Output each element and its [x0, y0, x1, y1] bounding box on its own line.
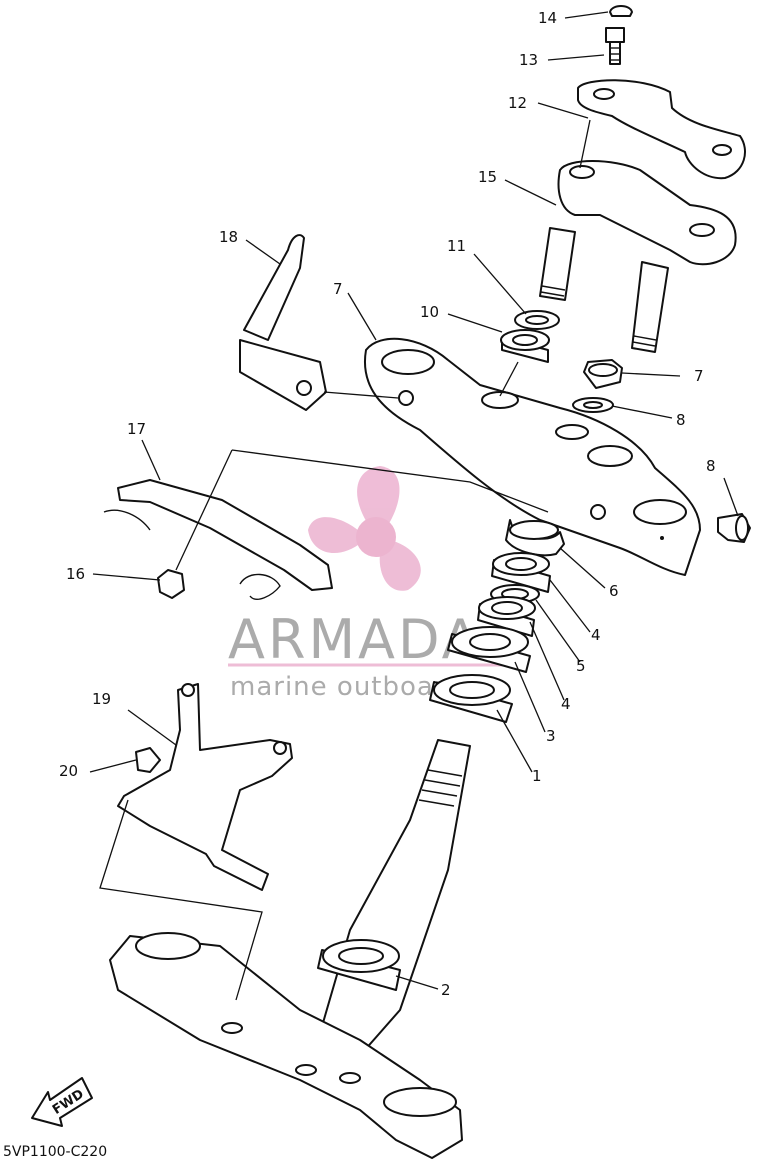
part-18-bracket — [103, 479, 333, 600]
callout-17: 16 — [66, 565, 85, 583]
leader-lines — [89, 11, 739, 1001]
callout-15: 14 — [538, 9, 557, 27]
part-6-lock-washer — [505, 519, 565, 557]
callout-4-upper: 4 — [591, 626, 601, 644]
callout-9: 7 — [333, 280, 343, 298]
callout-16: 15 — [478, 168, 497, 186]
part-3-bearing-cover — [447, 626, 531, 673]
callout-10: 8 — [706, 457, 716, 475]
callout-3: 3 — [546, 727, 556, 745]
callout-18: 17 — [127, 420, 146, 438]
callout-14: 13 — [519, 51, 538, 69]
part-4-ring-nut-lower — [477, 596, 536, 637]
part-8-washer — [572, 397, 614, 413]
callout-20: 19 — [92, 690, 111, 708]
callout-4-lower: 4 — [561, 695, 571, 713]
part-11-bushing — [500, 329, 550, 363]
callout-5: 5 — [576, 657, 586, 675]
callout-13: 12 — [508, 94, 527, 112]
callout-1: 1 — [532, 767, 542, 785]
callout-6: 6 — [609, 582, 619, 600]
part-9-upper-bracket — [364, 337, 701, 576]
part-4-ring-nut-upper — [491, 552, 551, 593]
callout-12: 11 — [447, 237, 466, 255]
propeller-logo-icon — [308, 466, 421, 591]
part-7-steering-nut — [583, 359, 623, 389]
callout-labels: 14 13 12 15 11 10 7 18 7 8 8 17 16 6 4 5… — [59, 9, 716, 999]
callout-21: 20 — [59, 762, 78, 780]
part-15-cap — [609, 5, 633, 17]
part-10-pinch-bolt — [717, 513, 751, 543]
armada-watermark: ARMADA marine outboards — [228, 466, 528, 702]
part-1-bearing — [429, 674, 513, 723]
part-16-handlebar-holder-lower — [539, 160, 737, 353]
fwd-arrow: FWD — [31, 1077, 93, 1127]
part-2-lower-bearing — [317, 939, 401, 991]
part-19-cable-guide — [239, 234, 327, 411]
callout-8: 8 — [676, 411, 686, 429]
part-12-washer — [514, 310, 560, 330]
callout-7: 7 — [694, 367, 704, 385]
watermark-brand: ARMADA — [228, 608, 482, 671]
callout-11: 10 — [420, 303, 439, 321]
part-21-bolt — [135, 747, 161, 773]
part-17-nut — [157, 569, 185, 599]
callout-19: 18 — [219, 228, 238, 246]
drawing-code: 5VP1100-C220 — [3, 1144, 107, 1160]
part-14-bolt — [605, 27, 625, 65]
steering-stem-lower-bracket — [109, 739, 471, 1159]
part-20-stay — [117, 683, 293, 891]
callout-2: 2 — [441, 981, 451, 999]
part-13-handlebar-holder-upper — [577, 79, 746, 180]
